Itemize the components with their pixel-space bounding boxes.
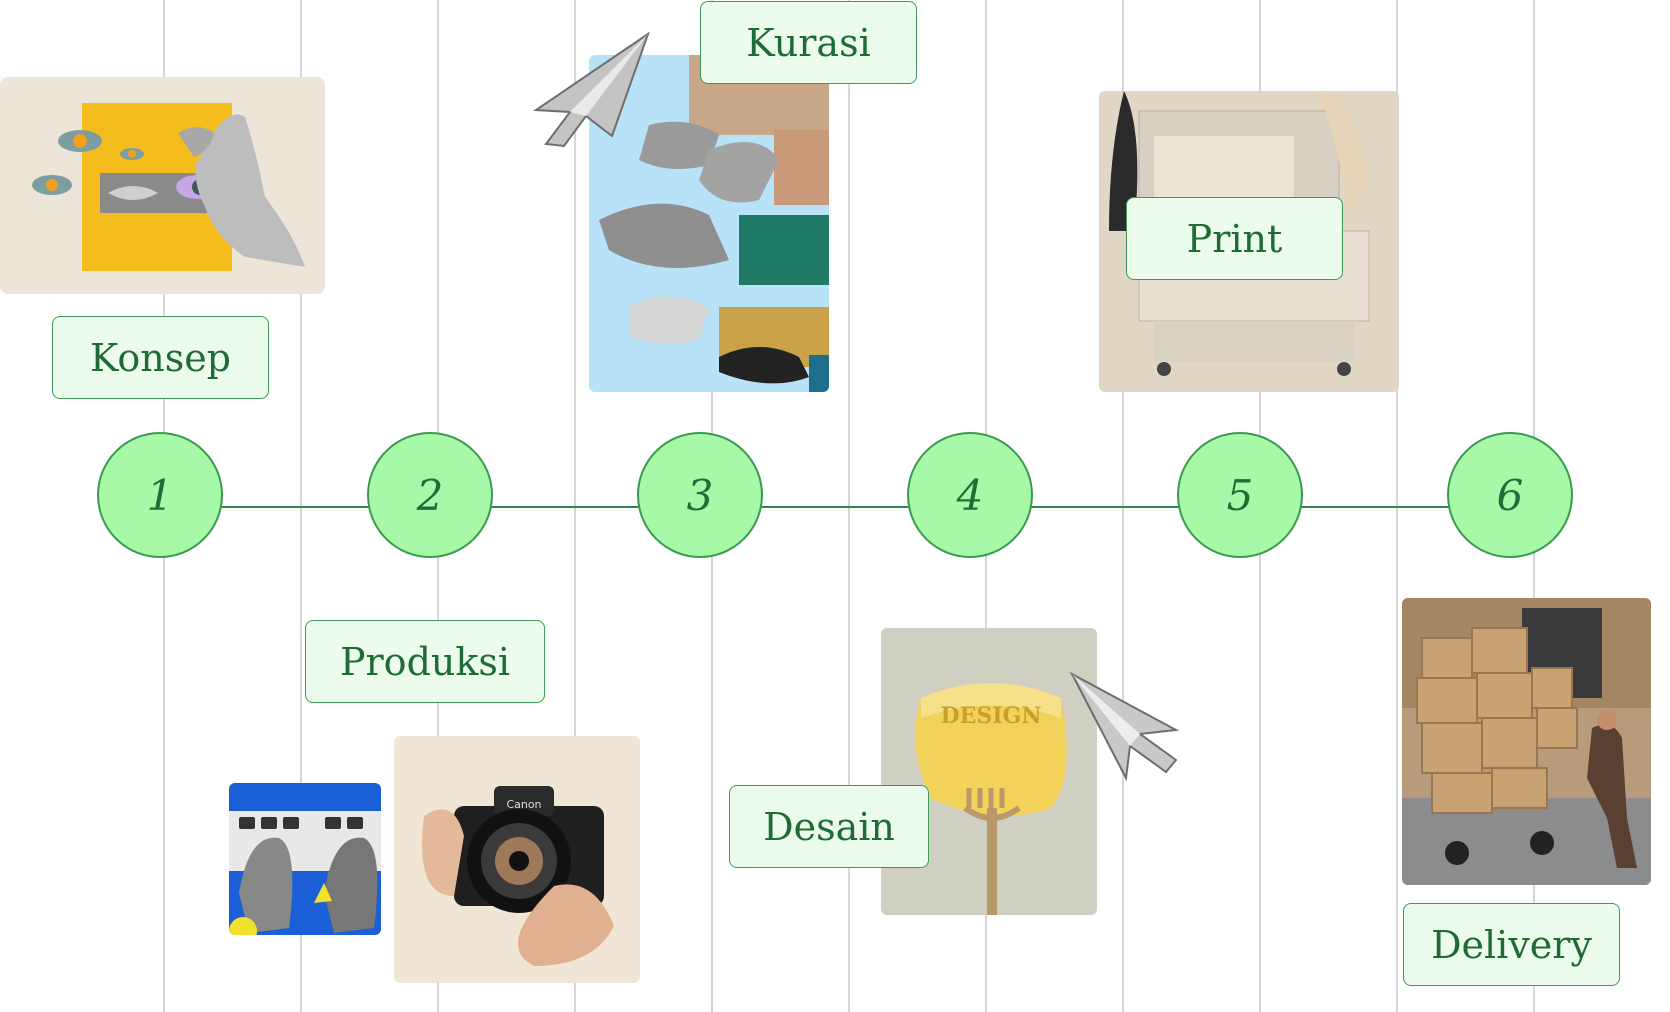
step-node-6: 6: [1447, 432, 1573, 558]
eye-icon: [58, 130, 102, 152]
butter-design-text: DESIGN: [941, 703, 1042, 729]
delivery-image: [1402, 598, 1651, 885]
timeline-connector: [155, 506, 1530, 508]
step-node-3: 3: [637, 432, 763, 558]
camera-collage: Canon: [394, 736, 640, 983]
keyboard-image: [229, 783, 381, 935]
label-konsep: Konsep: [52, 316, 269, 399]
label-produksi: Produksi: [305, 620, 545, 703]
label-print: Print: [1126, 197, 1343, 280]
konsep-image: [0, 77, 325, 294]
eye-icon: [120, 148, 144, 160]
step-node-5: 5: [1177, 432, 1303, 558]
desain-image: DESIGN: [881, 628, 1097, 915]
camera-image: Canon: [394, 736, 640, 983]
step-node-4: 4: [907, 432, 1033, 558]
eye-hand-collage: [0, 77, 325, 294]
label-desain: Desain: [729, 785, 929, 868]
step-node-2: 2: [367, 432, 493, 558]
label-delivery: Delivery: [1403, 903, 1620, 986]
delivery-photo: [1402, 598, 1651, 885]
keyboard-collage: [229, 783, 381, 935]
eye-icon: [32, 175, 72, 195]
camera-brand-text: Canon: [506, 798, 541, 811]
cursor-arrow-icon: [1069, 671, 1180, 782]
butter-fork-photo: DESIGN: [881, 628, 1097, 915]
label-kurasi: Kurasi: [700, 1, 917, 84]
cursor-arrow-icon: [533, 31, 650, 148]
step-node-1: 1: [97, 432, 223, 558]
